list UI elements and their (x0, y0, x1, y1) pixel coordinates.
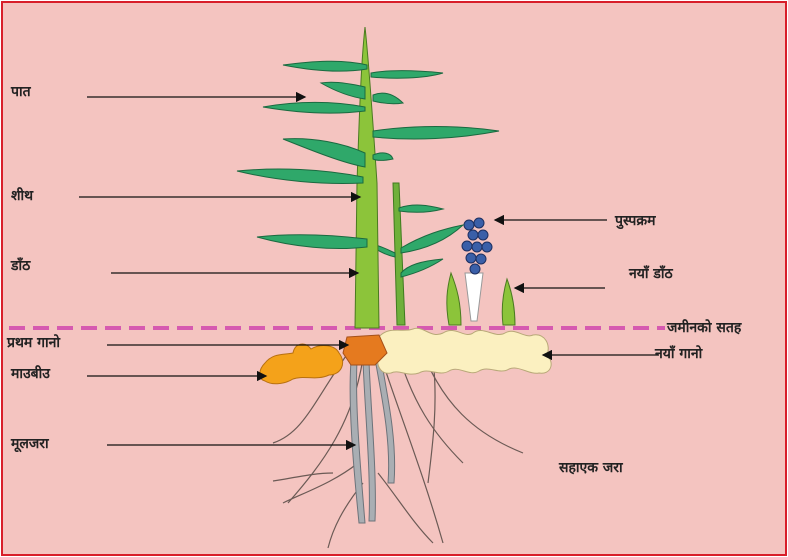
inflorescence (462, 218, 492, 321)
label-first-rhizome: प्रथम गानो (7, 336, 60, 350)
label-inflorescence: पुस्पक्रम (615, 214, 655, 228)
mother-seed-rhizome (260, 344, 343, 384)
label-new-stem: नयाँ डाँठ (629, 267, 673, 281)
label-adventitious-root: सहाएक जरा (559, 461, 623, 475)
fine-roots (273, 353, 523, 548)
label-new-rhizome: नयाँ गानो (655, 347, 702, 361)
label-main-root: मूलजरा (11, 437, 49, 451)
new-shoot (447, 273, 461, 325)
label-mother-seed: माउबीउ (11, 367, 50, 381)
main-roots (350, 359, 395, 523)
label-stem: डाँठ (11, 259, 30, 273)
new-rhizome (378, 328, 551, 374)
label-ground-surface: जमीनको सतह (667, 321, 741, 335)
new-shoot (502, 279, 515, 325)
label-leaf: पात (11, 85, 31, 99)
label-sheath: शीथ (11, 189, 33, 203)
